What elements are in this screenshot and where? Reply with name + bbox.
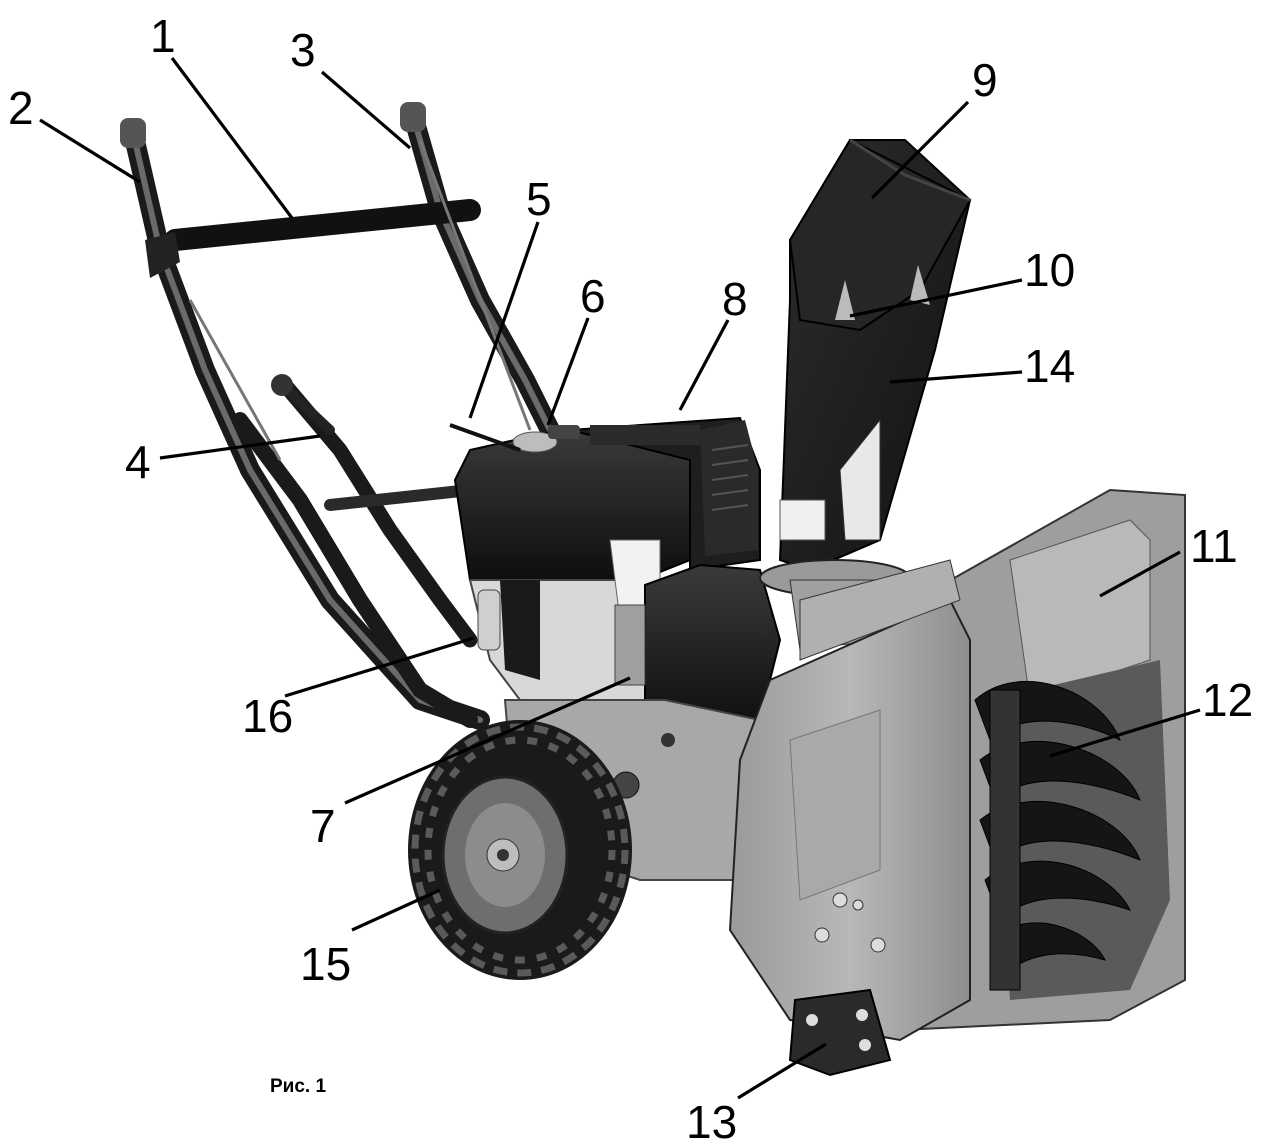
callout-4: 4 xyxy=(125,436,151,488)
callout-9: 9 xyxy=(972,54,998,106)
callout-2: 2 xyxy=(8,82,34,134)
deflector-knob xyxy=(835,280,855,320)
callout-16: 16 xyxy=(242,690,293,742)
lower-handle-frame xyxy=(232,377,478,728)
recoil-starter xyxy=(477,589,501,651)
callout-labels: 1 2 3 4 5 6 7 8 9 10 11 12 13 14 15 16 xyxy=(8,10,1253,1142)
choke xyxy=(548,425,580,439)
figure-caption: Рис. 1 xyxy=(270,1076,326,1097)
fuel-tank xyxy=(590,425,700,445)
chute-window xyxy=(839,418,881,541)
leader-15 xyxy=(351,888,441,932)
fuel-cap xyxy=(512,431,558,453)
chute-label xyxy=(779,499,826,541)
carburetor xyxy=(614,604,646,686)
leader-3 xyxy=(320,70,412,150)
control-rod xyxy=(418,139,532,431)
leader-12 xyxy=(1049,708,1201,758)
leader-14 xyxy=(889,370,1023,384)
engine xyxy=(449,416,782,732)
leader-8 xyxy=(678,319,730,411)
leader-16 xyxy=(284,636,475,698)
callout-15: 15 xyxy=(300,938,351,990)
auger xyxy=(974,680,1141,991)
leader-lines xyxy=(39,57,1201,1100)
callout-13: 13 xyxy=(686,1096,737,1142)
callout-3: 3 xyxy=(290,24,316,76)
deflector-knob-right xyxy=(910,265,930,305)
leader-4 xyxy=(159,434,321,460)
leader-6 xyxy=(546,317,590,426)
leader-5 xyxy=(468,221,540,419)
right-grip xyxy=(400,102,426,132)
leader-13 xyxy=(737,1042,827,1100)
callout-14: 14 xyxy=(1024,340,1075,392)
leader-11 xyxy=(1099,550,1181,598)
callout-1: 1 xyxy=(150,10,176,62)
lever-knob xyxy=(271,374,293,396)
wheel xyxy=(408,720,632,980)
frame-bolt xyxy=(661,733,675,747)
crossbar xyxy=(164,199,481,251)
callout-10: 10 xyxy=(1024,244,1075,296)
leader-10 xyxy=(849,278,1023,318)
callout-6: 6 xyxy=(580,270,606,322)
left-lever-bracket xyxy=(145,232,180,278)
throttle-lever xyxy=(449,423,521,452)
callout-7: 7 xyxy=(310,800,336,852)
leader-2 xyxy=(39,118,141,184)
callout-5: 5 xyxy=(526,173,552,225)
callout-8: 8 xyxy=(722,273,748,325)
callout-11: 11 xyxy=(1190,520,1238,572)
callout-12: 12 xyxy=(1202,674,1253,726)
left-grip xyxy=(120,118,146,148)
leader-1 xyxy=(170,57,294,219)
skid-shoe xyxy=(788,988,892,1077)
leader-7 xyxy=(344,676,631,805)
control-rod-left xyxy=(188,299,282,461)
discharge-chute xyxy=(759,138,972,651)
leader-9 xyxy=(870,100,970,200)
starter-housing xyxy=(500,580,540,680)
